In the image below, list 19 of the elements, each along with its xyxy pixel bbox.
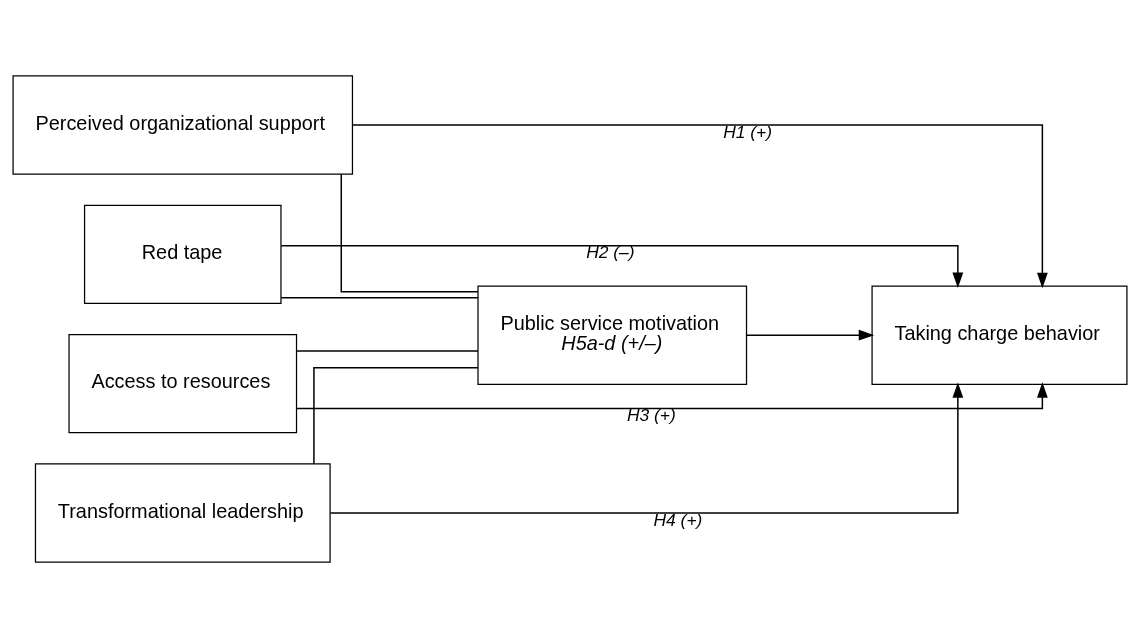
edge-label: H2 (–) [586, 242, 635, 263]
node-box: Access to resources [68, 333, 298, 434]
connector [296, 350, 479, 352]
node-box: Taking charge behavior [871, 285, 1128, 385]
node-box: Transformational leadership [34, 463, 331, 563]
node-box: Perceived organizational support [12, 75, 354, 175]
connector [313, 366, 479, 465]
connector [340, 173, 479, 293]
node-box: Red tape [83, 204, 282, 305]
edge-label: H4 (+) [653, 509, 703, 530]
arrow [296, 382, 1048, 410]
edge-label: H3 (+) [626, 405, 676, 426]
arrow [280, 244, 964, 288]
connector [280, 296, 479, 299]
arrow [351, 124, 1048, 289]
edge-label: H1 (+) [723, 121, 773, 142]
arrow [745, 329, 875, 341]
arrow [329, 382, 964, 514]
node-box: Public service motivation H5a-d (+/–) [477, 285, 748, 385]
